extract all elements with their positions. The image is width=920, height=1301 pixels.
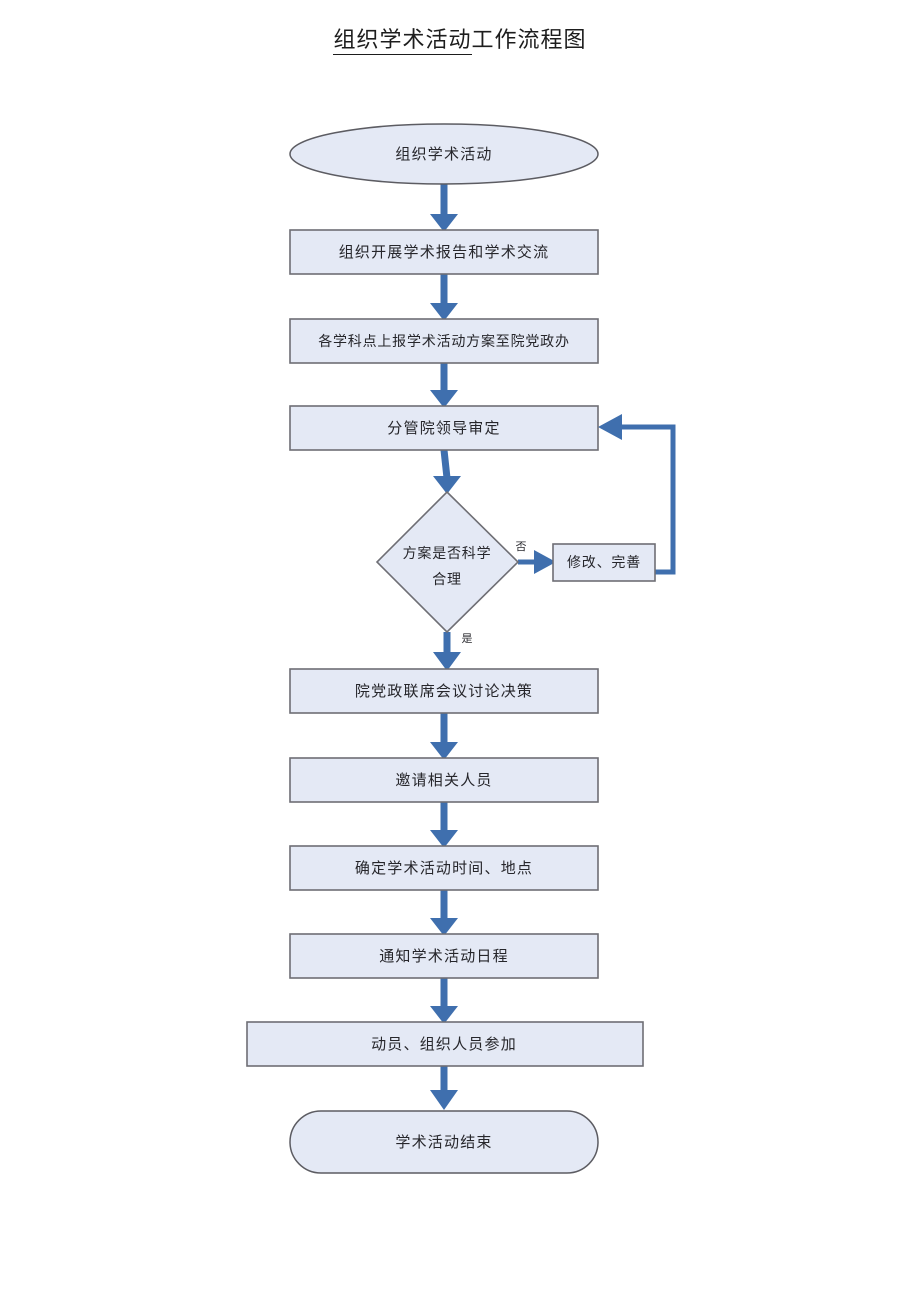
node-decision-label-line2: 合理 <box>432 572 462 588</box>
node-decision-label-line1: 方案是否科学 <box>403 545 492 562</box>
node-start-label: 组织学术活动 <box>395 145 492 163</box>
node-step2-label: 各学科点上报学术活动方案至院党政办 <box>318 333 570 350</box>
node-end-label: 学术活动结束 <box>395 1133 492 1151</box>
page-title: 组织学术活动工作流程图 <box>0 26 920 56</box>
edge-step3-to-decision <box>433 449 461 494</box>
edge-revise-loopback-to-step3 <box>598 414 676 575</box>
edge-decision-to-revise: 否 <box>516 540 556 574</box>
node-step5[interactable]: 邀请相关人员 <box>289 757 599 803</box>
node-step4-label: 院党政联席会议讨论决策 <box>355 682 533 700</box>
edge-step4-to-step5 <box>430 713 458 760</box>
node-decision[interactable]: 方案是否科学 合理 <box>375 490 520 634</box>
node-step3-label: 分管院领导审定 <box>387 419 500 437</box>
node-start[interactable]: 组织学术活动 <box>289 123 599 185</box>
edge-start-to-step1 <box>430 184 458 232</box>
edge-decision-to-step4: 是 <box>433 632 473 671</box>
node-step8-label: 动员、组织人员参加 <box>371 1035 517 1053</box>
node-step6-label: 确定学术活动时间、地点 <box>355 859 533 877</box>
node-step6[interactable]: 确定学术活动时间、地点 <box>289 845 599 891</box>
edge-step1-to-step2 <box>430 274 458 321</box>
node-revise-label: 修改、完善 <box>567 555 641 571</box>
node-step7-label: 通知学术活动日程 <box>379 947 509 965</box>
edge-label-no: 否 <box>516 540 527 553</box>
node-step7[interactable]: 通知学术活动日程 <box>289 933 599 979</box>
node-step5-label: 邀请相关人员 <box>395 771 492 789</box>
node-step4[interactable]: 院党政联席会议讨论决策 <box>289 668 599 714</box>
edge-step8-to-end <box>430 1066 458 1110</box>
node-step2[interactable]: 各学科点上报学术活动方案至院党政办 <box>289 318 599 364</box>
node-step8[interactable]: 动员、组织人员参加 <box>246 1021 644 1067</box>
edge-label-yes: 是 <box>462 632 473 645</box>
page-title-underlined-part: 组织学术活动 <box>333 28 472 55</box>
edge-step7-to-step8 <box>430 978 458 1024</box>
node-step1[interactable]: 组织开展学术报告和学术交流 <box>289 229 599 275</box>
node-step1-label: 组织开展学术报告和学术交流 <box>339 243 550 261</box>
edge-step5-to-step6 <box>430 802 458 848</box>
edge-step6-to-step7 <box>430 890 458 936</box>
edge-step2-to-step3 <box>430 363 458 408</box>
page-title-rest: 工作流程图 <box>471 28 587 53</box>
node-end[interactable]: 学术活动结束 <box>289 1110 599 1174</box>
node-step3[interactable]: 分管院领导审定 <box>289 405 599 451</box>
node-revise[interactable]: 修改、完善 <box>552 543 656 582</box>
